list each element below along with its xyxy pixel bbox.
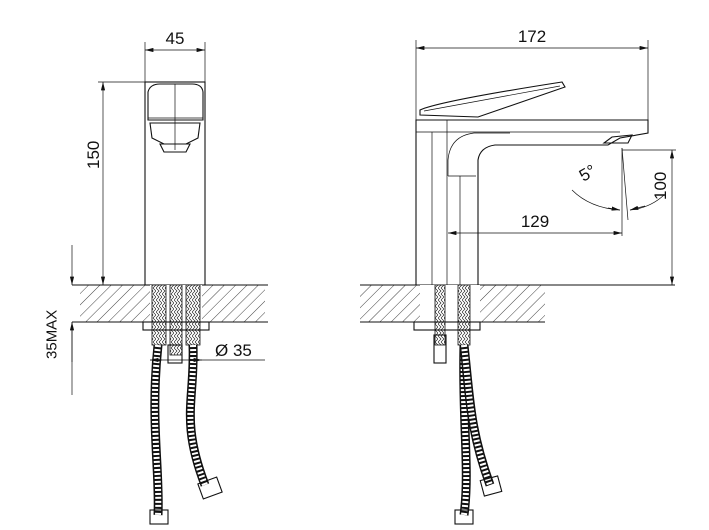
dim-reach-129: 129: [521, 212, 549, 231]
lever-front: [147, 83, 204, 121]
threaded-rod-side: [434, 284, 446, 346]
threaded-rod-front: [169, 284, 183, 356]
mounting-plate-side: [413, 321, 481, 331]
dim-angle-5deg: 5°: [576, 161, 600, 186]
dim-height-150: 150: [84, 141, 103, 169]
dim-spout-height-100: 100: [651, 172, 670, 200]
dim-counter-35max: 35MAX: [43, 310, 60, 359]
hose-side: [457, 284, 471, 346]
hose-right-front: [185, 284, 201, 346]
dim-length-172: 172: [518, 27, 546, 46]
hose-left-front: [151, 284, 167, 346]
mounting-plate-front: [142, 321, 210, 331]
dim-width-45: 45: [166, 29, 185, 48]
faucet-body-side: [415, 119, 649, 286]
front-view: 45 150 35MAX Ø 35: [43, 29, 268, 525]
side-view: 172 129 5° 100: [360, 27, 676, 525]
dim-hole-diameter-35: Ø 35: [215, 341, 252, 360]
lever-side: [419, 81, 566, 118]
